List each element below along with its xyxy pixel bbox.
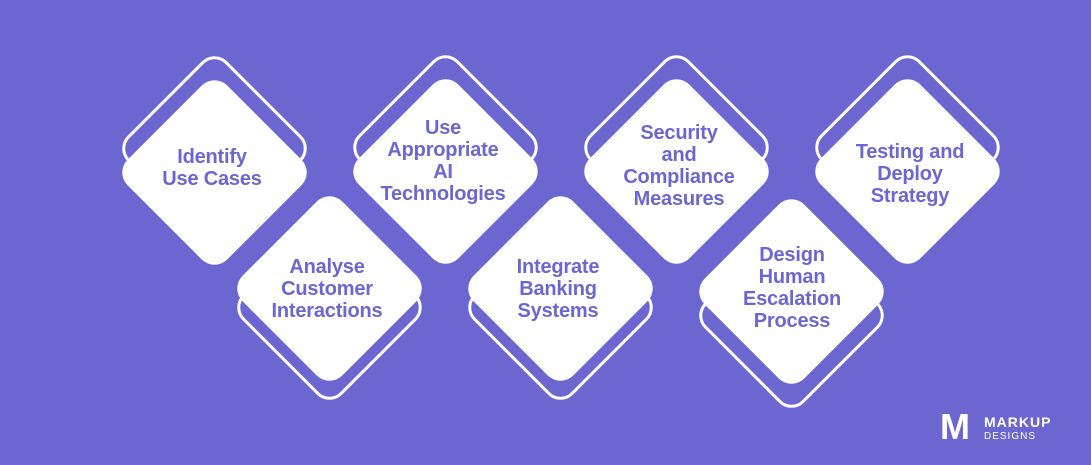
step-5-label: Security and Compliance Measures — [623, 122, 735, 210]
logo-mark-icon: M — [940, 406, 970, 447]
brand-logo: M MARKUP DESIGNS — [940, 409, 1070, 449]
step-4-label: Integrate Banking Systems — [516, 256, 600, 322]
step-1-label: Identify Use Cases — [162, 146, 262, 190]
logo-subtitle: DESIGNS — [984, 431, 1037, 442]
step-7-label: Testing and Deploy Strategy — [855, 141, 965, 207]
step-6-label: Design Human Escalation Process — [742, 244, 842, 332]
step-2-label: Analyse Customer Interactions — [271, 256, 383, 322]
step-3-label: Use Appropriate AI Technologies — [380, 117, 506, 205]
logo-name: MARKUP — [984, 414, 1052, 430]
